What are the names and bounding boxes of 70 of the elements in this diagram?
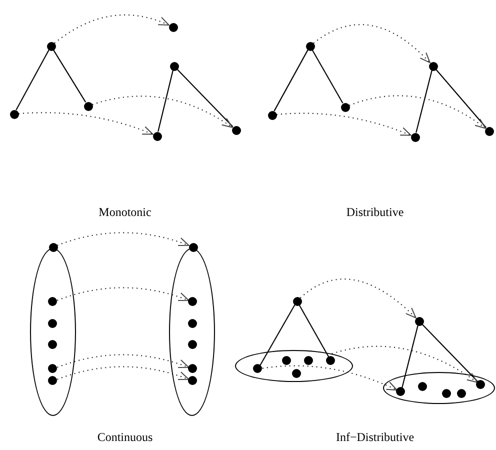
dot <box>168 22 178 32</box>
dot <box>188 297 198 306</box>
dot <box>48 376 58 386</box>
dot <box>396 387 406 396</box>
dot <box>232 126 240 134</box>
caption: Inf−Distributive <box>336 430 414 445</box>
line <box>402 325 418 388</box>
dot <box>418 382 428 392</box>
mapping-arrow <box>92 96 233 128</box>
caption: Continuous <box>97 430 153 445</box>
dot <box>442 389 452 398</box>
dot <box>48 319 58 328</box>
line <box>158 70 174 132</box>
dot <box>188 364 198 374</box>
dot <box>428 62 438 70</box>
line <box>52 50 86 102</box>
caption: Distributive <box>346 205 404 220</box>
dot <box>188 319 198 328</box>
set-ellipse <box>383 372 495 404</box>
dot <box>253 364 262 374</box>
mapping-arrow <box>57 232 190 246</box>
mapping-arrow <box>57 366 190 380</box>
line <box>312 50 344 104</box>
mapping-arrow <box>332 346 478 383</box>
dot <box>84 102 92 110</box>
dot <box>188 340 198 350</box>
line <box>16 50 50 110</box>
set-ellipse <box>169 248 215 416</box>
mapping-arrow <box>349 95 486 129</box>
caption: Monotonic <box>98 205 152 220</box>
mapping-arrow <box>262 365 398 391</box>
line <box>176 68 234 128</box>
mapping-arrow <box>57 287 190 302</box>
dot <box>268 110 276 120</box>
dot <box>410 132 420 142</box>
mapping-arrow <box>54 14 170 44</box>
dot <box>414 316 424 326</box>
dot <box>48 340 58 350</box>
mapping-arrow <box>300 278 416 318</box>
dot <box>188 242 198 252</box>
line <box>260 304 296 366</box>
dot <box>152 132 162 140</box>
line <box>422 324 478 382</box>
mapping-arrow <box>313 24 430 64</box>
dot <box>170 62 178 70</box>
dot <box>282 356 292 366</box>
dot <box>306 42 314 50</box>
dot <box>476 380 486 390</box>
dot <box>48 364 58 374</box>
set-ellipse <box>30 248 76 416</box>
mapping-arrow <box>57 354 190 368</box>
dot <box>46 42 56 50</box>
line <box>436 69 486 128</box>
dot <box>188 376 198 386</box>
mapping-arrow <box>18 112 154 135</box>
dot <box>292 369 302 378</box>
mapping-arrow <box>276 112 412 136</box>
dot <box>326 356 336 366</box>
dot <box>10 110 18 118</box>
dot <box>304 356 314 366</box>
dot <box>457 389 466 398</box>
dot <box>292 296 302 306</box>
line <box>298 304 330 358</box>
set-ellipse <box>235 350 353 382</box>
line <box>416 70 432 133</box>
dot <box>48 297 58 306</box>
line <box>274 50 308 112</box>
dot <box>340 102 350 112</box>
dot <box>48 242 58 252</box>
dot <box>484 126 494 136</box>
